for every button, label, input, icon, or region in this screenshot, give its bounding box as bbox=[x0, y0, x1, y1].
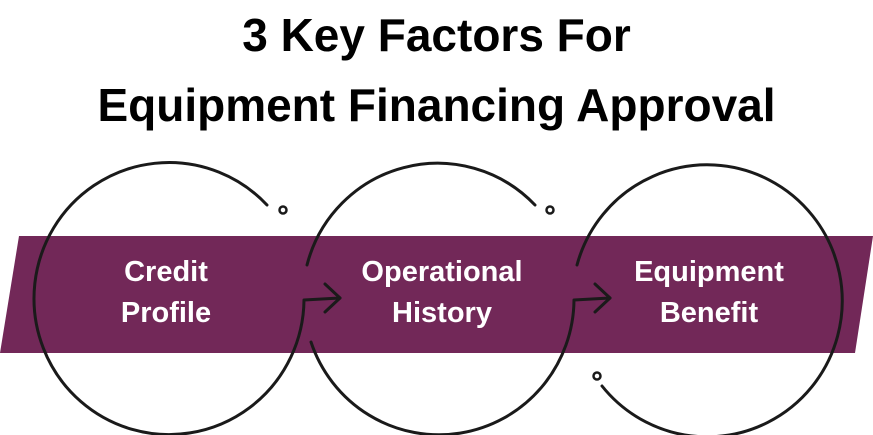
arrow-head-2-icon bbox=[593, 282, 612, 314]
step-1-line-1: Credit bbox=[124, 256, 208, 288]
step-2-line-2: History bbox=[392, 297, 492, 329]
step-equipment-benefit: Equipment Benefit bbox=[589, 252, 829, 334]
step-1-line-2: Profile bbox=[120, 297, 212, 329]
cycle-arc-1 bbox=[32, 161, 342, 435]
banner bbox=[0, 236, 873, 353]
cycle-arc-2-bottom bbox=[309, 296, 612, 435]
title-line-1: 3 Key Factors For bbox=[242, 9, 631, 61]
cycle-arc-3 bbox=[575, 163, 844, 435]
cycle-arc-2-top bbox=[305, 161, 537, 267]
step-3-line-1: Equipment bbox=[634, 256, 784, 288]
step-operational-history: Operational History bbox=[322, 252, 562, 334]
step-2-line-1: Operational bbox=[361, 256, 523, 288]
arrow-head-1-icon bbox=[323, 282, 342, 314]
arc-end-dot-3 bbox=[592, 371, 602, 381]
step-3-line-2: Benefit bbox=[659, 297, 759, 329]
arc-end-dot-1 bbox=[278, 205, 288, 215]
step-credit-profile: Credit Profile bbox=[46, 252, 286, 334]
title-line-2: Equipment Financing Approval bbox=[97, 79, 776, 131]
arc-end-dot-2 bbox=[545, 205, 555, 215]
